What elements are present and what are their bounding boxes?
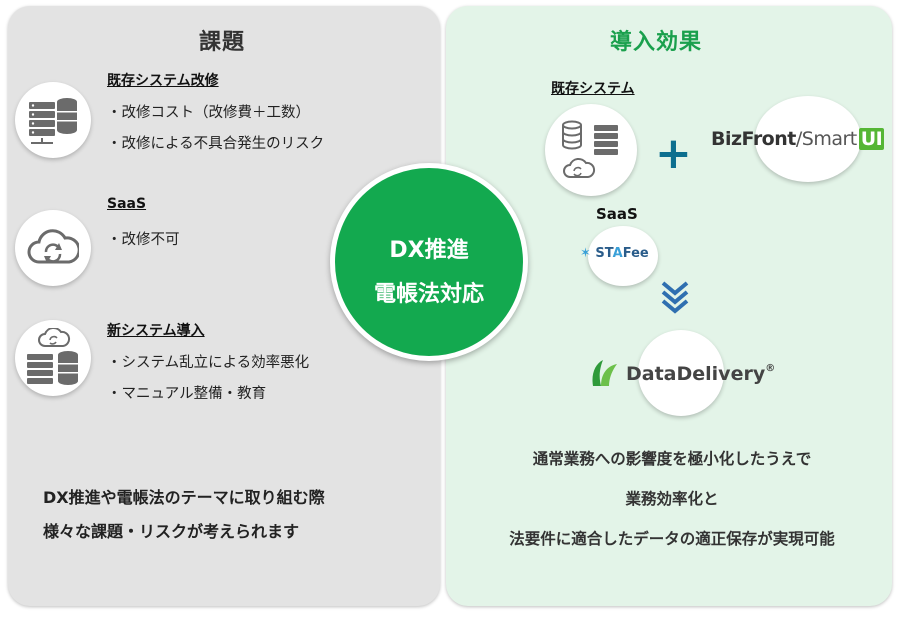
- existing-system-icon: [545, 104, 637, 196]
- stafee-part1: ST: [595, 246, 613, 261]
- plus-sign: +: [655, 128, 692, 179]
- effect-result-line: 通常業務への影響度を極小化したうえで: [532, 450, 812, 468]
- bullet-text: ・改修コスト（改修費＋工数）: [107, 105, 310, 121]
- datadelivery-text: DataDelivery: [626, 363, 766, 385]
- issues-summary-line: 様々な課題・リスクが考えられます: [43, 522, 300, 541]
- center-line-1: DX推進: [389, 238, 469, 263]
- saas-label: SaaS: [596, 205, 638, 223]
- datadelivery-leaf-icon: [589, 356, 621, 394]
- bullet-text: ・改修不可: [107, 232, 180, 248]
- bullet-text: ・マニュアル整備・教育: [107, 386, 267, 402]
- bullet-text: ・改修による不具合発生のリスク: [107, 136, 325, 152]
- server-database-icon: [15, 82, 91, 158]
- issues-summary-line: DX推進や電帳法のテーマに取り組む際: [43, 488, 325, 507]
- datadelivery-logo: DataDelivery®: [626, 363, 775, 385]
- new-system-heading: 新システム導入: [107, 323, 205, 339]
- registered-mark: ®: [765, 363, 776, 374]
- cloud-server-database-icon: [15, 320, 91, 396]
- star-icon: ✶: [580, 246, 596, 261]
- effects-title: 導入効果: [610, 30, 703, 55]
- cloud-sync-icon: [15, 210, 91, 286]
- saas-heading: SaaS: [107, 196, 147, 212]
- ui-logo-text: UI: [858, 128, 885, 150]
- bullet-text: ・システム乱立による効率悪化: [107, 355, 310, 371]
- stafee-logo: ✶ STAFee: [580, 246, 649, 261]
- datadelivery-logo-circle: [638, 330, 724, 416]
- dx-center-circle: DX推進 電帳法対応: [330, 163, 528, 361]
- smart-logo-text: /Smart: [795, 128, 857, 150]
- existing-system-heading: 既存システム改修: [107, 73, 219, 89]
- effect-result-line: 業務効率化と: [625, 490, 719, 508]
- stafee-logo-circle: [588, 226, 658, 286]
- issues-title: 課題: [199, 30, 246, 55]
- center-line-2: 電帳法対応: [373, 282, 484, 307]
- stafee-part3: Fee: [622, 246, 649, 261]
- effect-result-line: 法要件に適合したデータの適正保存が実現可能: [509, 530, 835, 548]
- stafee-part2: A: [612, 246, 623, 261]
- chevron-down-icon: [660, 280, 690, 318]
- bizfront-logo-circle: [755, 96, 861, 182]
- existing-system-label: 既存システム: [551, 81, 635, 97]
- bizfront-logo-text: BizFront: [711, 128, 796, 150]
